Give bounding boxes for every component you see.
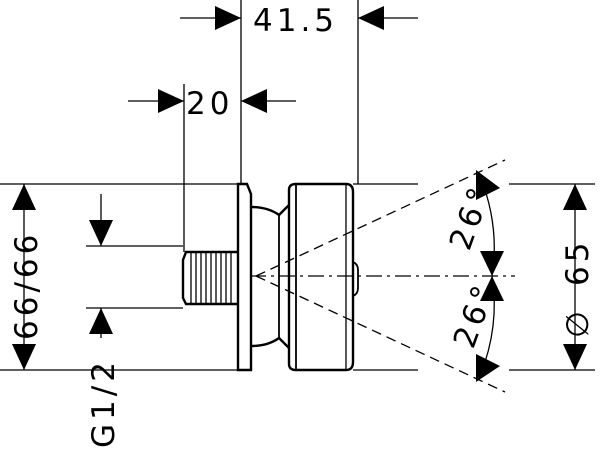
dim-diameter-value: 65 (560, 239, 596, 286)
part-outline (181, 182, 359, 372)
dimension-diameter-65: ∅ 65 (560, 184, 596, 370)
dimension-41-5: 41.5 (180, 3, 418, 39)
arrow-right-icon (158, 89, 184, 113)
arrow-left-icon (241, 89, 267, 113)
dim-angle-bottom: 26° (447, 278, 504, 353)
arrow-diagonal-icon (476, 354, 500, 382)
arrow-up-icon (12, 184, 36, 210)
extension-lines (0, 0, 595, 371)
face-nozzle (352, 261, 359, 297)
dim-thread-length: 20 (186, 86, 233, 122)
spray-upper-line (255, 159, 506, 277)
arrow-up-icon (563, 184, 587, 210)
dim-total-depth: 41.5 (253, 3, 338, 39)
thread-stub (181, 250, 238, 306)
thread-hatching (190, 252, 232, 304)
arrow-down-icon (89, 220, 113, 246)
dimension-20: 20 (128, 86, 296, 122)
dim-thread-size: G1/2 (86, 358, 122, 448)
arrow-up-icon (480, 276, 504, 301)
flange-plate (236, 182, 253, 372)
arrow-right-icon (215, 6, 241, 30)
arrow-left-icon (358, 6, 384, 30)
arrow-down-icon (563, 344, 587, 370)
dimension-66-66: 66/66 (9, 184, 45, 370)
spray-geometry (250, 159, 515, 393)
arrow-down-icon (480, 251, 504, 276)
arrow-up-icon (89, 308, 113, 334)
dim-diameter-symbol: ∅ (560, 307, 596, 338)
dim-angle-top: 26° (443, 180, 500, 255)
neck (250, 204, 290, 349)
arrow-down-icon (12, 344, 36, 370)
spray-lower-line (255, 275, 506, 393)
head-body (287, 182, 355, 372)
dimension-g1-2: G1/2 (86, 194, 122, 448)
dim-height-left: 66/66 (9, 231, 45, 340)
arrow-diagonal-icon (476, 170, 500, 200)
